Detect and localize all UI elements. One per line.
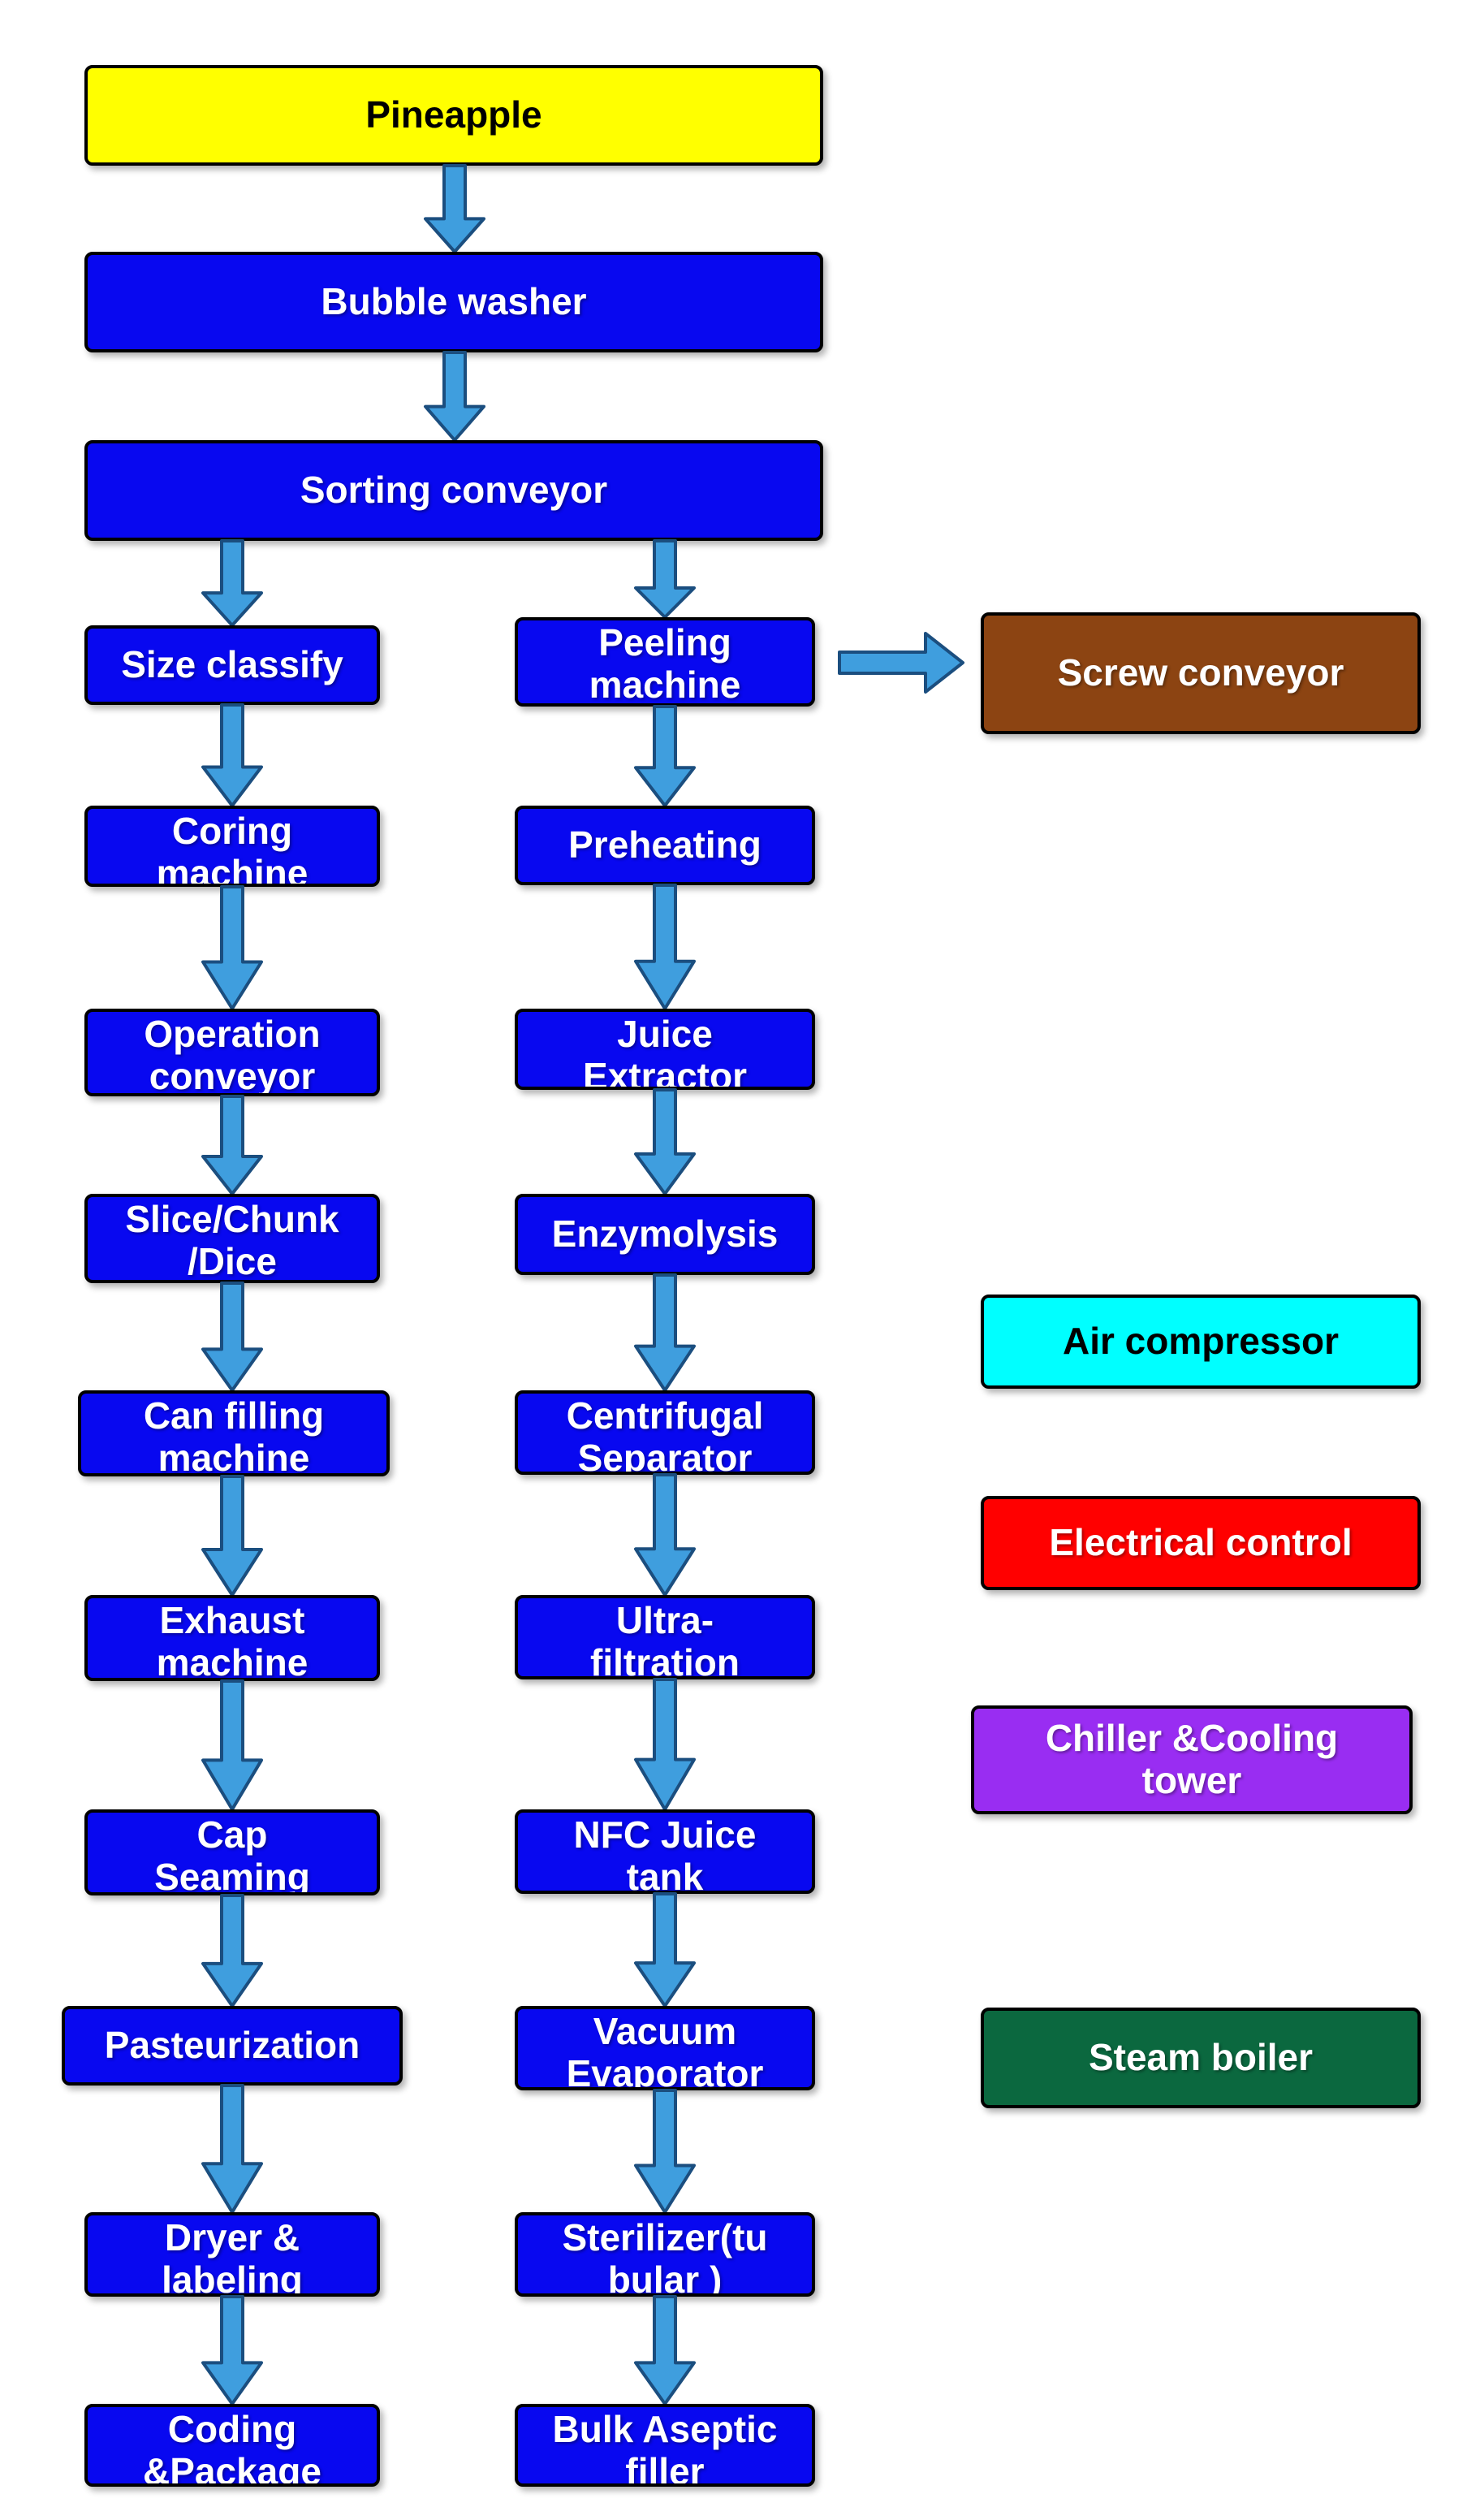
flow-arrow-down [203, 2297, 261, 2404]
flow-arrow-down [636, 2090, 694, 2212]
node-can-filling-machine: Can filling machine [78, 1390, 390, 1476]
node-pineapple: Pineapple [84, 65, 823, 166]
flow-arrow-down [636, 541, 694, 617]
node-size-classify: Size classify [84, 625, 380, 705]
flow-arrow-right [839, 633, 963, 692]
node-peeling-machine: Peeling machine [515, 617, 815, 707]
flow-arrow-down [203, 2086, 261, 2212]
node-bulk-aseptic-filler: Bulk Aseptic filler [515, 2404, 815, 2487]
node-air-compressor: Air compressor [981, 1295, 1421, 1389]
flow-arrow-down [203, 1895, 261, 2006]
flow-arrow-down [636, 1090, 694, 1194]
node-steam-boiler: Steam boiler [981, 2008, 1421, 2108]
flow-arrow-down [636, 885, 694, 1009]
node-enzymolysis: Enzymolysis [515, 1194, 815, 1275]
node-electrical-control: Electrical control [981, 1496, 1421, 1590]
node-juice-extractor: Juice Extractor [515, 1009, 815, 1090]
node-nfc-juice-tank: NFC Juice tank [515, 1809, 815, 1894]
node-slice-chunk-dice: Slice/Chunk /Dice [84, 1194, 380, 1283]
node-pasteurization: Pasteurization [62, 2006, 403, 2086]
node-sorting-conveyor: Sorting conveyor [84, 440, 823, 541]
flow-arrow-down [203, 1096, 261, 1194]
node-exhaust-machine: Exhaust machine [84, 1595, 380, 1681]
node-bubble-washer: Bubble washer [84, 252, 823, 352]
flow-arrow-down [636, 1894, 694, 2006]
flow-arrow-down [636, 1679, 694, 1809]
node-cap-seaming: Cap Seaming [84, 1809, 380, 1895]
node-operation-conveyor: Operation conveyor [84, 1009, 380, 1096]
node-screw-conveyor: Screw conveyor [981, 612, 1421, 734]
node-coding-package: Coding &Package [84, 2404, 380, 2487]
flow-arrow-down [203, 705, 261, 806]
node-vacuum-evaporator: Vacuum Evaporator [515, 2006, 815, 2090]
node-preheating: Preheating [515, 806, 815, 885]
node-ultra-filtration: Ultra- filtration [515, 1595, 815, 1679]
node-sterilizer-tubular: Sterilizer(tu bular ) [515, 2212, 815, 2297]
node-dryer-labeling: Dryer & labeling [84, 2212, 380, 2297]
node-chiller-cooling-tower: Chiller &Cooling tower [971, 1705, 1413, 1814]
flow-arrow-down [636, 1475, 694, 1595]
flow-arrow-down [203, 1681, 261, 1809]
flow-arrow-down [203, 1283, 261, 1390]
flow-arrow-down [636, 707, 694, 806]
node-centrifugal-separator: Centrifugal Separator [515, 1390, 815, 1475]
flow-arrow-down [203, 1476, 261, 1595]
flow-arrow-down [425, 166, 484, 252]
node-coring-machine: Coring machine [84, 806, 380, 887]
flow-arrow-down [636, 2297, 694, 2404]
flow-arrow-down [203, 887, 261, 1009]
flow-arrow-down [203, 541, 261, 625]
flow-arrow-down [425, 352, 484, 440]
flow-arrow-down [636, 1275, 694, 1390]
